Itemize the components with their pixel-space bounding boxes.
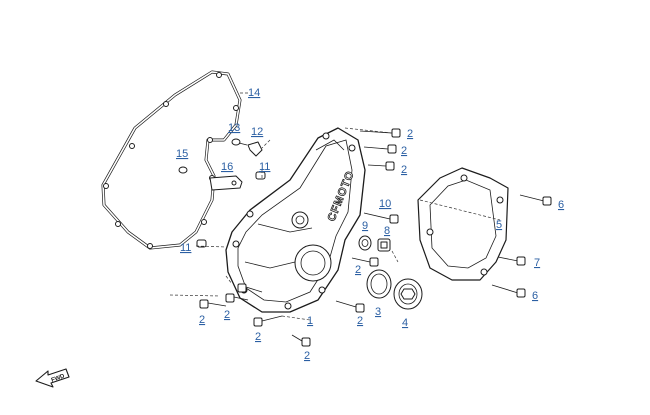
dowel-15 [178,166,188,174]
callout-2-top: 2 [407,128,413,140]
callout-11-upper: 11 [259,161,270,173]
callout-8: 8 [384,225,390,237]
bolt [253,315,283,327]
callout-3: 3 [375,306,381,318]
callout-2-mid: 2 [355,264,361,276]
bolt [225,293,249,303]
callout-1: 1 [307,315,313,327]
callout-9: 9 [362,220,368,232]
callout-13: 13 [228,122,240,134]
bolt [363,144,397,154]
callout-2-lower-b: 2 [224,309,230,321]
bolt [351,257,379,267]
bolt [491,284,526,298]
callout-2-lower-a: 2 [199,314,205,326]
callout-2-second: 2 [401,145,407,157]
bolt [367,161,395,171]
callout-4: 4 [402,317,408,329]
callout-7: 7 [534,257,540,269]
bolt [363,212,399,224]
bolts [199,128,552,347]
left-crankcase-cover-1: CFMOTO [225,127,366,313]
outer-side-cover-5 [417,167,509,281]
callout-2-lower-c: 2 [255,331,261,343]
callout-6-lower: 6 [532,290,538,302]
o-ring-3 [366,269,392,299]
forward-direction-arrow: FWD [35,368,70,388]
callout-5: 5 [496,219,502,231]
inspection-plug-4 [393,278,423,310]
bolt [199,299,227,309]
callout-15: 15 [176,148,188,160]
bracket-16 [209,175,243,191]
callout-14: 14 [248,87,260,99]
callout-2-third: 2 [401,164,407,176]
callout-2-lower-d: 2 [304,350,310,362]
bolt [497,256,526,266]
seal-9 [358,235,372,251]
bolt [237,283,263,293]
bolt [335,300,365,313]
dowel-11-lower [196,239,207,248]
callout-12: 12 [251,126,263,138]
bolt-13 [231,138,248,146]
clamp-12 [247,141,263,157]
dowel-11-upper [255,171,266,180]
callout-2-lower-e: 2 [357,315,363,327]
plug-8 [377,238,391,252]
callout-16: 16 [221,161,233,173]
gasket-14 [101,70,242,250]
callout-6-upper: 6 [558,199,564,211]
callouts: 14 13 12 15 16 11 11 2 2 2 10 9 8 2 3 4 … [176,87,564,362]
callout-11-lower: 11 [180,242,191,254]
bolt [291,334,311,347]
leader-lines [169,92,501,321]
fwd-label: FWD [51,373,67,384]
callout-10: 10 [379,198,391,210]
bolt [519,194,552,206]
